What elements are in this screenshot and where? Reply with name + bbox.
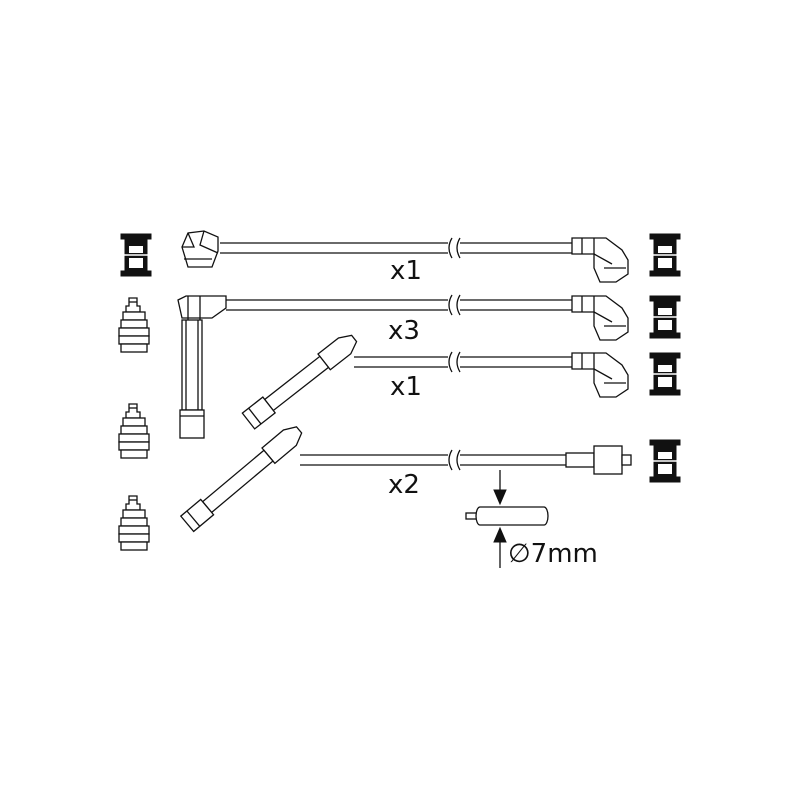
angled-connector-right <box>571 352 629 398</box>
quantity-label: x1 <box>390 256 422 286</box>
quantity-label: x3 <box>388 316 420 346</box>
angled-connector-left <box>181 230 219 268</box>
rubber-boot <box>118 403 150 459</box>
cable-row-1: x1 <box>120 230 681 286</box>
cable-diameter-detail: ∅7mm <box>465 470 598 569</box>
quantity-label: x1 <box>390 372 422 402</box>
diameter-label: ∅7mm <box>508 539 598 569</box>
terminal-cap-right <box>649 439 681 483</box>
cable-row-3: x1 <box>241 334 681 430</box>
plug-connector-angled <box>179 426 303 533</box>
plug-connector-angled <box>241 334 358 430</box>
angled-connector-right <box>571 237 629 283</box>
terminal-cap-right <box>649 295 681 339</box>
terminal-cap-left <box>120 233 152 277</box>
angled-connector-left <box>177 295 227 439</box>
straight-connector-right <box>565 445 632 475</box>
rubber-boot <box>118 495 150 551</box>
cable-row-4: x2 <box>179 426 681 533</box>
cable-row-2: x3 <box>118 294 681 439</box>
terminal-cap-right <box>649 233 681 277</box>
quantity-label: x2 <box>388 470 420 500</box>
terminal-cap-right <box>649 352 681 396</box>
rubber-boot <box>118 297 150 353</box>
angled-connector-right <box>571 295 629 341</box>
